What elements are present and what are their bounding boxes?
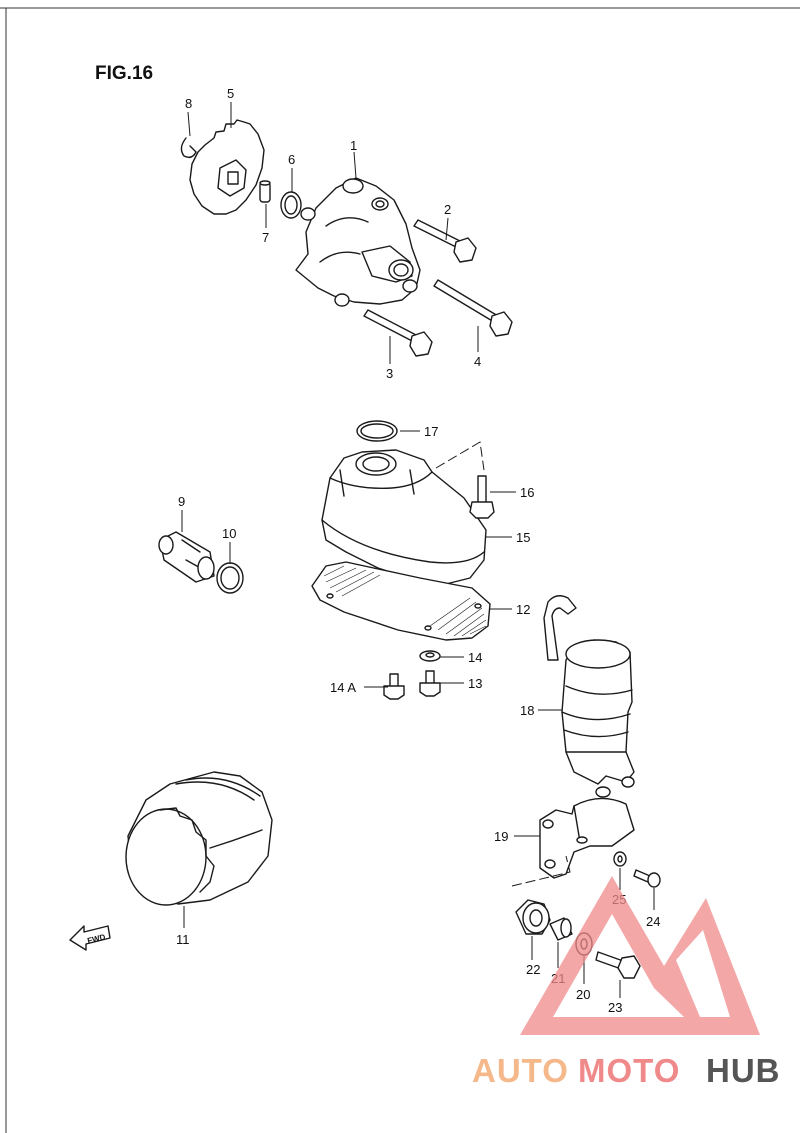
part-6-ring[interactable] [280,191,302,219]
part-8-clip[interactable] [180,137,197,159]
part-14a-bolt[interactable] [383,673,405,700]
watermark-moto: MOTO [578,1052,680,1089]
part-19-bracket[interactable] [539,797,635,879]
part-25-washer[interactable] [613,851,627,867]
part-14-washer[interactable] [419,650,441,662]
callout-17[interactable]: 17 [424,424,438,439]
callout-6[interactable]: 6 [288,152,295,167]
watermark-auto: AUTO [472,1052,569,1089]
callout-4[interactable]: 4 [474,354,481,369]
callout-20[interactable]: 20 [576,987,590,1002]
callout-7[interactable]: 7 [262,230,269,245]
part-11-oil-filter[interactable] [125,771,273,906]
part-7-pin[interactable] [259,180,271,203]
part-2-bolt[interactable] [413,219,477,263]
callout-23[interactable]: 23 [608,1000,622,1015]
fwd-label: FWD [86,932,106,945]
part-3-bolt[interactable] [363,309,433,357]
part-17-o-ring[interactable] [356,420,398,442]
callout-16[interactable]: 16 [520,485,534,500]
callout-18[interactable]: 18 [520,703,534,718]
part-24-screw[interactable] [633,869,661,888]
part-10-gasket[interactable] [216,562,244,594]
watermark-triangle-icon [520,876,760,1035]
figure-title: FIG.16 [95,63,153,84]
callout-24[interactable]: 24 [646,914,660,929]
part-1-pump-housing[interactable] [295,177,421,307]
part-9-fitting[interactable] [158,531,215,583]
callout-9[interactable]: 9 [178,494,185,509]
part-21-collar[interactable] [549,917,573,941]
callout-15[interactable]: 15 [516,530,530,545]
part-22-rubber-mount[interactable] [515,899,551,935]
callout-5[interactable]: 5 [227,86,234,101]
callout-2[interactable]: 2 [444,202,451,217]
part-5-gear[interactable] [189,119,265,215]
callout-13[interactable]: 13 [468,676,482,691]
callout-14a[interactable]: 14 A [330,680,356,695]
part-4-bolt[interactable] [433,279,513,337]
callout-19[interactable]: 19 [494,829,508,844]
part-13-bolt[interactable] [419,670,441,697]
watermark-text: AUTO MOTO HUB [472,1052,781,1089]
callout-12[interactable]: 12 [516,602,530,617]
callout-10[interactable]: 10 [222,526,236,541]
callout-3[interactable]: 3 [386,366,393,381]
callout-1[interactable]: 1 [350,138,357,153]
fwd-direction-marker: FWD [69,925,111,951]
part-23-bolt[interactable] [595,951,641,979]
part-18-oil-cooler[interactable] [543,595,635,798]
arrow-left-icon [69,925,111,951]
callout-11[interactable]: 11 [176,932,190,947]
callout-22[interactable]: 22 [526,962,540,977]
watermark [520,876,760,1035]
part-15-strainer-cover[interactable] [321,449,487,585]
part-12-strainer-screen[interactable] [311,561,491,641]
callout-14[interactable]: 14 [468,650,482,665]
part-16-bolt[interactable] [469,475,495,519]
watermark-hub: HUB [706,1052,781,1089]
leader-lines [181,102,655,998]
callout-8[interactable]: 8 [185,96,192,111]
